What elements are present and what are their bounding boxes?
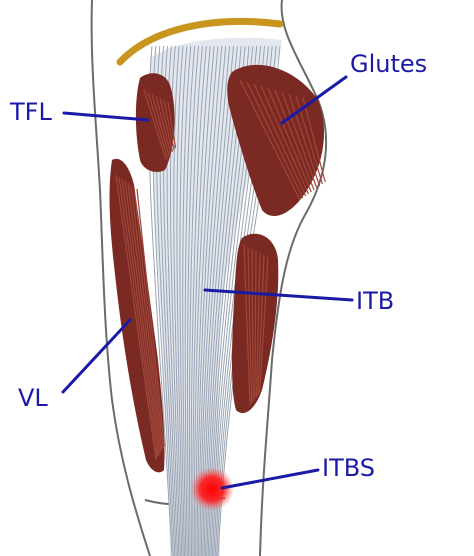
itb-fiber bbox=[190, 45, 207, 556]
tfl-pointer-line bbox=[62, 111, 150, 122]
itb-fiber bbox=[196, 45, 223, 556]
glutes-pointer-line bbox=[280, 75, 348, 125]
outer-thigh-outline bbox=[90, 0, 151, 556]
muscle-striation bbox=[127, 182, 162, 453]
itb-fiber bbox=[188, 45, 203, 556]
itbs-pointer-line bbox=[220, 468, 320, 490]
pelvic-rim bbox=[116, 17, 284, 66]
vl-label: VL bbox=[18, 384, 48, 412]
muscle-striation bbox=[124, 180, 161, 455]
muscle-striation bbox=[130, 184, 163, 451]
muscle-striation bbox=[118, 176, 158, 459]
itb-fiber bbox=[173, 45, 183, 556]
muscle-striation bbox=[288, 93, 321, 187]
muscle-striation bbox=[155, 95, 172, 155]
inner-thigh-outline bbox=[259, 0, 328, 556]
muscle-striation bbox=[260, 85, 309, 195]
muscle-striation bbox=[257, 254, 265, 396]
itb-fiber bbox=[176, 45, 184, 556]
itb-fiber bbox=[198, 45, 227, 556]
muscle-striation bbox=[167, 101, 177, 149]
muscle-striations bbox=[115, 79, 326, 461]
muscle-striation bbox=[147, 91, 169, 159]
muscle-striation bbox=[253, 83, 307, 197]
itb-fiber bbox=[195, 45, 219, 556]
itb-pointer-line bbox=[203, 288, 354, 302]
itb-fiber bbox=[184, 45, 196, 556]
glutes-label: Glutes bbox=[350, 50, 427, 78]
muscle-striation bbox=[254, 250, 257, 400]
muscle-striation bbox=[239, 79, 301, 201]
vl-pointer-line bbox=[61, 318, 132, 394]
itbs-label: ITBS bbox=[322, 454, 375, 482]
muscle-striation bbox=[259, 256, 269, 394]
muscle-striation bbox=[251, 248, 254, 402]
muscle-striation bbox=[163, 99, 175, 151]
muscle-striation bbox=[136, 188, 165, 447]
tfl-label: TFL bbox=[9, 98, 52, 126]
itb-fiber bbox=[192, 45, 211, 556]
muscle-striation bbox=[133, 186, 164, 449]
itb-fiber bbox=[199, 45, 231, 556]
pointer-lines bbox=[61, 75, 354, 490]
muscle-striation bbox=[115, 174, 157, 461]
muscle-striation bbox=[143, 89, 167, 161]
muscle-striation bbox=[247, 246, 253, 404]
muscle-striation bbox=[274, 89, 315, 191]
itbs-inflammation-spot bbox=[190, 467, 234, 511]
muscle-striation bbox=[121, 178, 159, 457]
muscle-striation bbox=[302, 97, 326, 183]
muscle-striation bbox=[246, 81, 304, 199]
itb-fiber bbox=[179, 45, 188, 556]
muscle-striation bbox=[159, 97, 173, 153]
muscle-striation bbox=[281, 91, 318, 189]
itb-label: ITB bbox=[356, 287, 394, 315]
itb-fiber bbox=[193, 45, 215, 556]
muscle-striation bbox=[151, 93, 170, 157]
muscle-striation bbox=[267, 87, 312, 193]
muscle-striation bbox=[255, 252, 261, 398]
itb-fiber bbox=[182, 45, 192, 556]
muscle-striation bbox=[243, 244, 251, 406]
itb-fiber bbox=[186, 45, 199, 556]
